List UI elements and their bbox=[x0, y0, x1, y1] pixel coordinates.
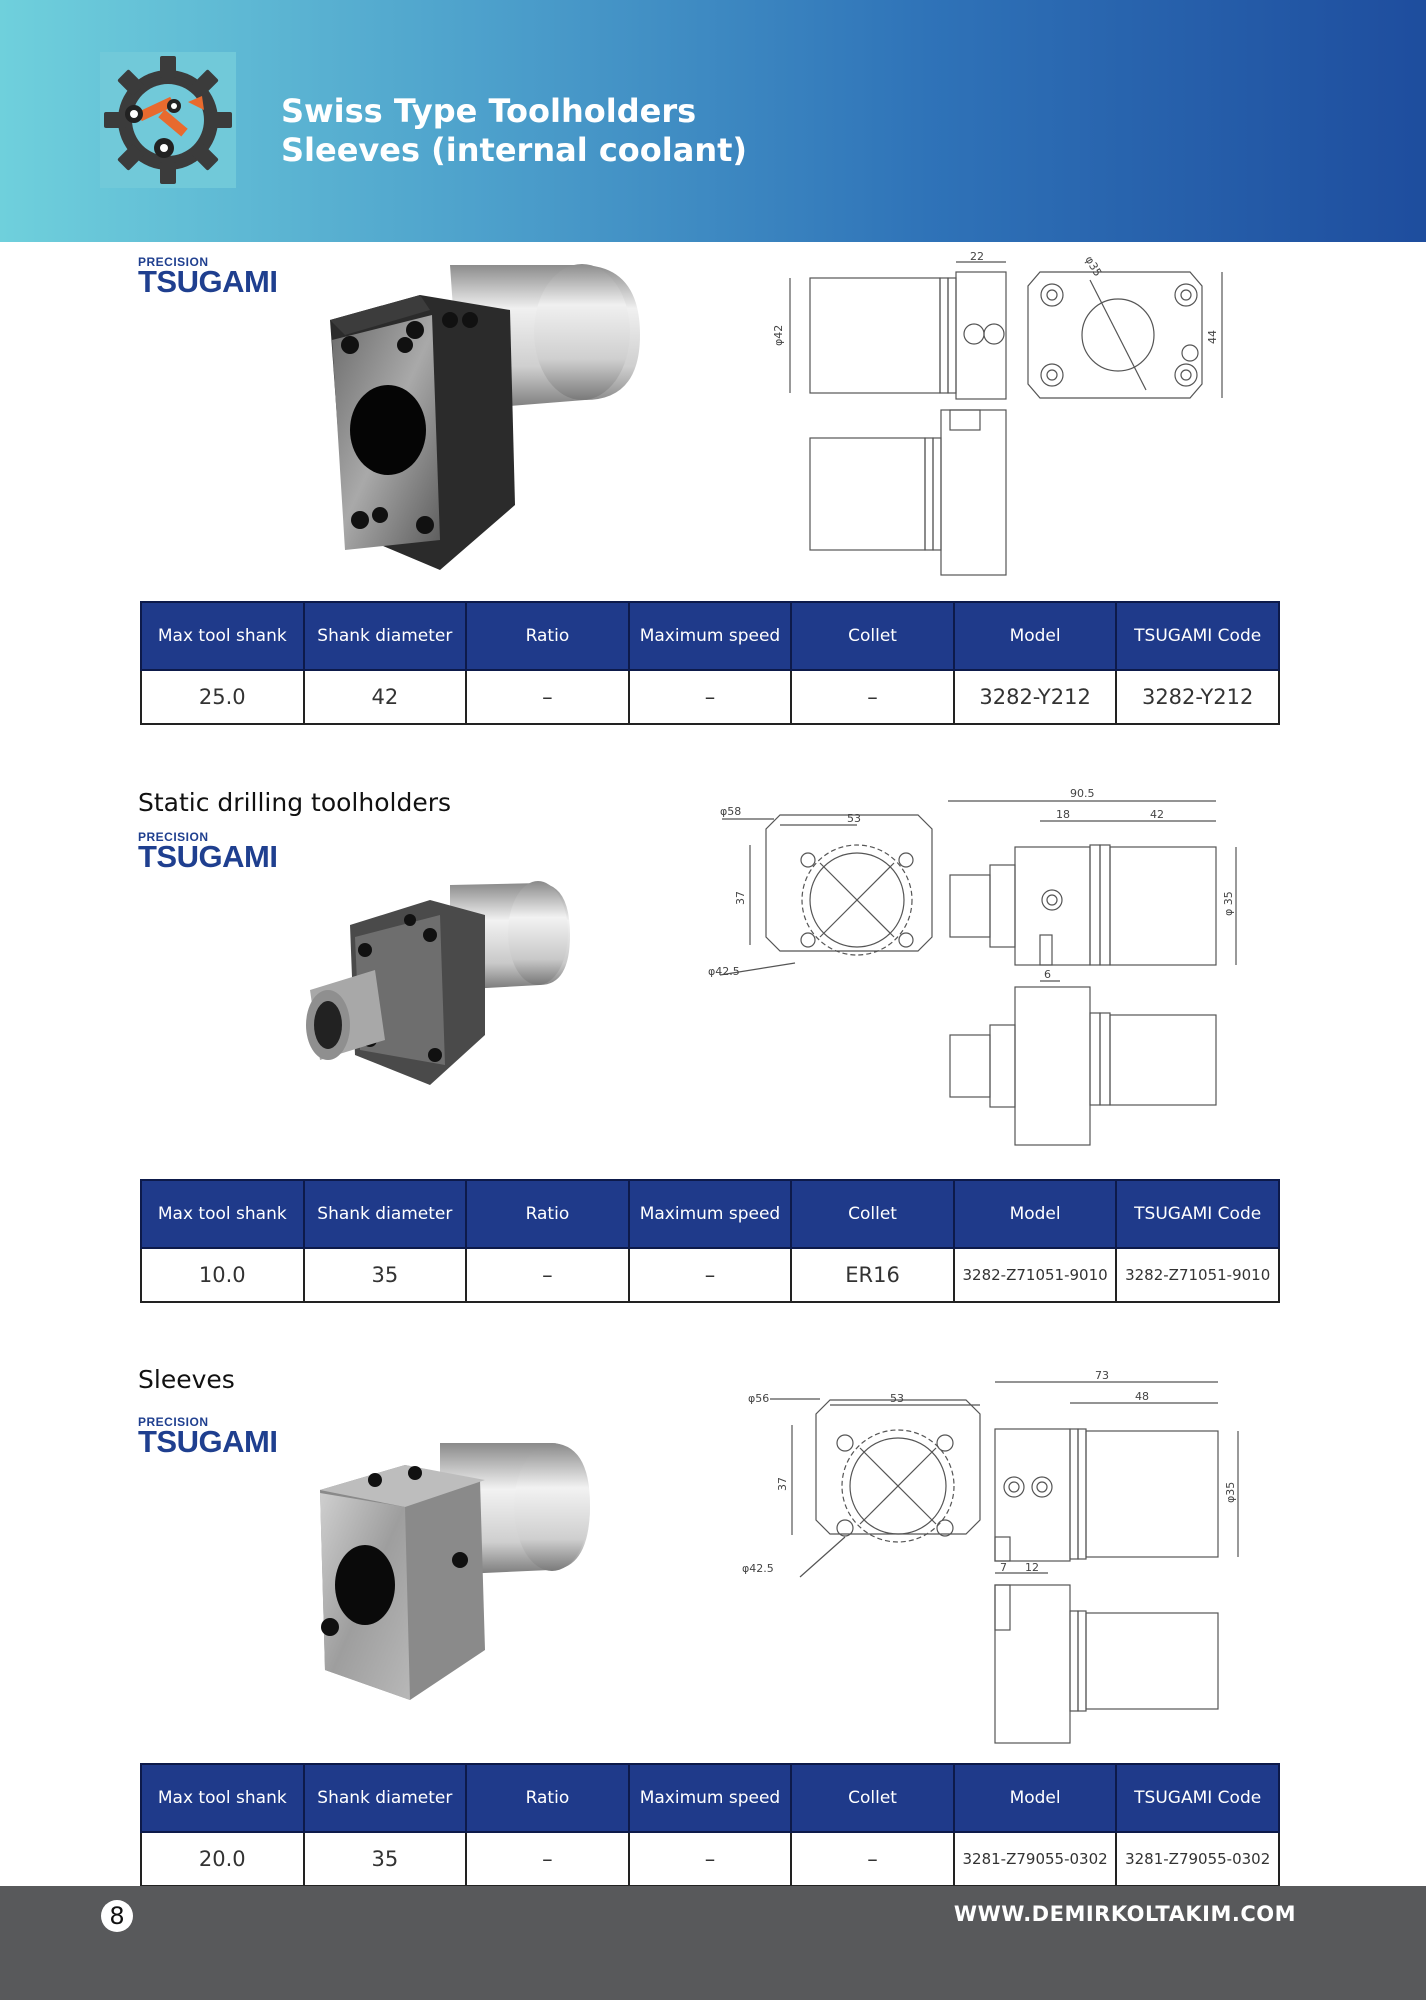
dim-label: 44 bbox=[1206, 330, 1219, 344]
page-footer bbox=[0, 1886, 1426, 2000]
dim-label: 42 bbox=[1150, 808, 1164, 821]
dim-label: φ35 bbox=[1082, 254, 1104, 279]
section-title-static-drilling: Static drilling toolholders bbox=[138, 788, 452, 817]
cell-collet: – bbox=[790, 669, 955, 725]
col-shank-diameter: Shank diameter bbox=[302, 601, 468, 671]
table-row: 10.0 35 – – ER16 3282-Z71051-9010 3282-Z… bbox=[140, 1247, 1280, 1303]
page-title-line2: Sleeves (internal coolant) bbox=[281, 131, 748, 169]
brand-small: PRECISION bbox=[138, 830, 209, 844]
col-tsugami-code: TSUGAMI Code bbox=[1115, 1763, 1280, 1833]
cell-model: 3282-Z71051-9010 bbox=[952, 1247, 1118, 1303]
cell-shank-diameter: 35 bbox=[302, 1247, 468, 1303]
col-collet: Collet bbox=[790, 1179, 955, 1249]
brand-big: TSUGAMI bbox=[138, 1424, 278, 1459]
table-row: 25.0 42 – – – 3282-Y212 3282-Y212 bbox=[140, 669, 1280, 725]
table-header-row: Max tool shank Shank diameter Ratio Maxi… bbox=[140, 1179, 1280, 1249]
cell-ratio: – bbox=[465, 1247, 630, 1303]
cell-maximum-speed: – bbox=[627, 1831, 793, 1887]
cell-collet: – bbox=[790, 1831, 955, 1887]
dim-label: 53 bbox=[847, 812, 861, 825]
website-link[interactable]: WWW.DEMIRKOLTAKIM.COM bbox=[953, 1902, 1296, 1926]
gear-robot-arm-icon bbox=[100, 52, 236, 188]
dim-label: 37 bbox=[734, 891, 747, 905]
cell-model: 3282-Y212 bbox=[952, 669, 1118, 725]
dim-label: 22 bbox=[970, 250, 984, 263]
cell-tsugami-code: 3281-Z79055-0302 bbox=[1115, 1831, 1280, 1887]
cell-tsugami-code: 3282-Y212 bbox=[1115, 669, 1280, 725]
col-ratio: Ratio bbox=[465, 1179, 630, 1249]
technical-drawing-1: φ42 22 φ35 44 bbox=[770, 250, 1240, 585]
tsugami-logo: PRECISION TSUGAMI bbox=[138, 1415, 278, 1459]
table-header-row: Max tool shank Shank diameter Ratio Maxi… bbox=[140, 601, 1280, 671]
col-model: Model bbox=[952, 1179, 1118, 1249]
cell-tsugami-code: 3282-Z71051-9010 bbox=[1115, 1247, 1280, 1303]
dim-label: 53 bbox=[890, 1392, 904, 1405]
dim-label: φ42.5 bbox=[742, 1562, 774, 1575]
dim-label: 12 bbox=[1025, 1561, 1039, 1574]
cell-ratio: – bbox=[465, 669, 630, 725]
table-row: 20.0 35 – – – 3281-Z79055-0302 3281-Z790… bbox=[140, 1831, 1280, 1887]
cell-max-tool-shank: 10.0 bbox=[140, 1247, 305, 1303]
page-title-line1: Swiss Type Toolholders bbox=[281, 92, 697, 130]
dim-label: 6 bbox=[1044, 968, 1051, 981]
col-maximum-speed: Maximum speed bbox=[627, 1763, 793, 1833]
cell-shank-diameter: 35 bbox=[302, 1831, 468, 1887]
col-maximum-speed: Maximum speed bbox=[627, 601, 793, 671]
dim-label: φ 35 bbox=[1222, 891, 1235, 916]
page-header bbox=[0, 0, 1426, 242]
col-tsugami-code: TSUGAMI Code bbox=[1115, 1179, 1280, 1249]
dim-label: φ56 bbox=[748, 1392, 769, 1405]
dim-label: 7 bbox=[1000, 1561, 1007, 1574]
technical-drawing-3: φ56 53 37 φ42.5 73 48 φ35 7 12 bbox=[730, 1365, 1260, 1755]
page-number: 8 bbox=[101, 1900, 133, 1932]
brand-small: PRECISION bbox=[138, 255, 209, 269]
col-max-tool-shank: Max tool shank bbox=[140, 1763, 305, 1833]
cell-collet: ER16 bbox=[790, 1247, 955, 1303]
table-header-row: Max tool shank Shank diameter Ratio Maxi… bbox=[140, 1763, 1280, 1833]
product-photo-drilling-holder bbox=[300, 875, 580, 1105]
col-ratio: Ratio bbox=[465, 601, 630, 671]
cell-max-tool-shank: 20.0 bbox=[140, 1831, 305, 1887]
cell-shank-diameter: 42 bbox=[302, 669, 468, 725]
cell-ratio: – bbox=[465, 1831, 630, 1887]
col-tsugami-code: TSUGAMI Code bbox=[1115, 601, 1280, 671]
page-title: Swiss Type Toolholders Sleeves (internal… bbox=[281, 92, 747, 170]
spec-table-1: Max tool shank Shank diameter Ratio Maxi… bbox=[140, 601, 1280, 725]
tsugami-logo: PRECISION TSUGAMI bbox=[138, 830, 278, 874]
col-max-tool-shank: Max tool shank bbox=[140, 601, 305, 671]
cell-maximum-speed: – bbox=[627, 1247, 793, 1303]
cell-max-tool-shank: 25.0 bbox=[140, 669, 305, 725]
col-shank-diameter: Shank diameter bbox=[302, 1763, 468, 1833]
spec-table-3: Max tool shank Shank diameter Ratio Maxi… bbox=[140, 1763, 1280, 1887]
dim-label: 18 bbox=[1056, 808, 1070, 821]
dim-label: φ58 bbox=[720, 805, 741, 818]
dim-label: φ42 bbox=[772, 325, 785, 346]
col-maximum-speed: Maximum speed bbox=[627, 1179, 793, 1249]
brand-big: TSUGAMI bbox=[138, 264, 278, 299]
product-photo-sleeve-2 bbox=[310, 1435, 600, 1710]
cell-model: 3281-Z79055-0302 bbox=[952, 1831, 1118, 1887]
tsugami-logo: PRECISION TSUGAMI bbox=[138, 255, 278, 299]
dim-label: 37 bbox=[776, 1477, 789, 1491]
col-shank-diameter: Shank diameter bbox=[302, 1179, 468, 1249]
brand-small: PRECISION bbox=[138, 1415, 209, 1429]
technical-drawing-2: φ58 53 37 φ42.5 90.5 18 42 φ 35 6 bbox=[700, 785, 1260, 1155]
col-ratio: Ratio bbox=[465, 1763, 630, 1833]
col-model: Model bbox=[952, 1763, 1118, 1833]
dim-label: φ42.5 bbox=[708, 965, 740, 978]
col-collet: Collet bbox=[790, 601, 955, 671]
dim-label: 48 bbox=[1135, 1390, 1149, 1403]
cell-maximum-speed: – bbox=[627, 669, 793, 725]
section-title-sleeves: Sleeves bbox=[138, 1365, 235, 1394]
dim-label: φ35 bbox=[1224, 1482, 1237, 1503]
col-collet: Collet bbox=[790, 1763, 955, 1833]
spec-table-2: Max tool shank Shank diameter Ratio Maxi… bbox=[140, 1179, 1280, 1303]
dim-label: 73 bbox=[1095, 1369, 1109, 1382]
brand-big: TSUGAMI bbox=[138, 839, 278, 874]
product-photo-sleeve bbox=[320, 250, 640, 585]
col-max-tool-shank: Max tool shank bbox=[140, 1179, 305, 1249]
dim-label: 90.5 bbox=[1070, 787, 1095, 800]
col-model: Model bbox=[952, 601, 1118, 671]
